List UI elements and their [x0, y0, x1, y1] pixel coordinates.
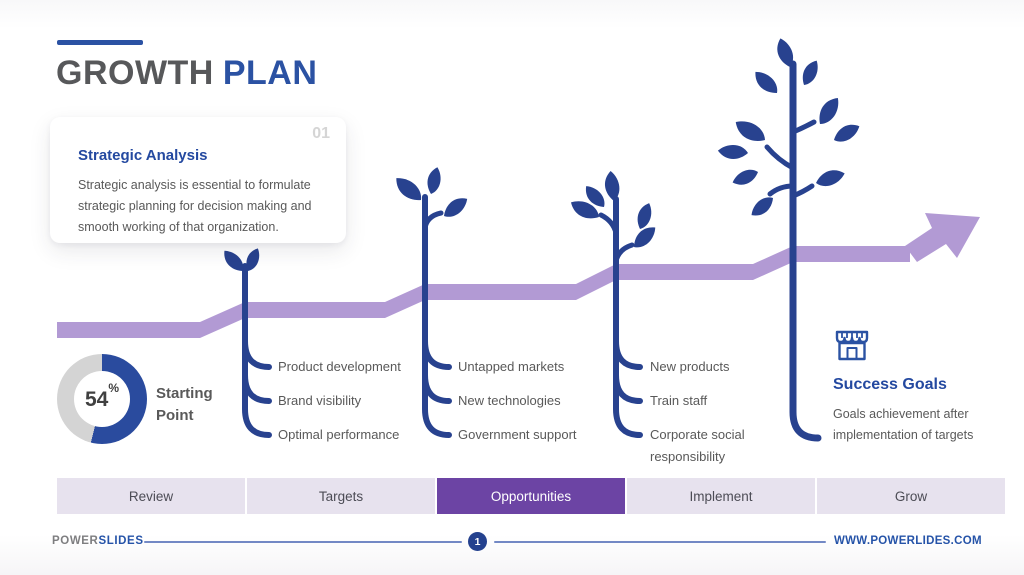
donut-percent: 54	[84, 387, 109, 411]
footer-divider-right	[494, 541, 826, 543]
tab-implement[interactable]: Implement	[627, 478, 815, 514]
card-title: Strategic Analysis	[78, 147, 208, 164]
title-primary: GROWTH	[56, 54, 214, 92]
storefront-icon	[835, 330, 869, 361]
list-item: New products	[650, 359, 730, 374]
starting-point-label: Starting Point	[156, 385, 213, 424]
donut-percent-sign: %	[108, 380, 120, 395]
stage-tabs: Review Targets Opportunities Implement G…	[57, 478, 1005, 514]
donut-hole: 54%	[74, 371, 130, 427]
list-item: Government support	[458, 427, 577, 442]
tab-review[interactable]: Review	[57, 478, 245, 514]
strategic-analysis-card: 01 Strategic Analysis Strategic analysis…	[50, 117, 346, 243]
success-goals-body: Goals achievement after implementation o…	[833, 407, 974, 442]
footer: POWERSLIDES 1 WWW.POWERLIDES.COM	[0, 528, 1024, 558]
brand-secondary: SLIDES	[98, 535, 144, 547]
card-body: Strategic analysis is essential to formu…	[78, 178, 312, 234]
donut-chart: 54%	[57, 354, 147, 444]
card-number: 01	[312, 125, 330, 142]
website-link[interactable]: WWW.POWERLIDES.COM	[834, 535, 982, 547]
tree-4-icon	[764, 60, 822, 442]
tree-1-icon	[242, 263, 272, 438]
list-item: Corporate social responsibility	[650, 427, 745, 464]
tab-targets[interactable]: Targets	[247, 478, 435, 514]
tab-opportunities[interactable]: Opportunities	[437, 478, 625, 514]
success-goals-section: Success Goals Goals achievement after im…	[833, 326, 993, 446]
title-secondary: PLAN	[222, 54, 318, 92]
list-item: Optimal performance	[278, 427, 400, 442]
tree-4-leaves-icon	[716, 36, 863, 219]
list-item: Untapped markets	[458, 359, 565, 374]
brand-logo: POWERSLIDES	[52, 535, 144, 547]
success-goals-title: Success Goals	[833, 376, 947, 393]
list-item: Brand visibility	[278, 393, 362, 408]
tree-2-icon	[422, 194, 452, 438]
tree-2-leaves-icon	[392, 165, 472, 220]
tree-3-icon	[598, 196, 643, 438]
title-accent-line	[57, 40, 143, 45]
tab-grow[interactable]: Grow	[817, 478, 1005, 514]
page-number-badge: 1	[468, 532, 487, 551]
list-item: Product development	[278, 359, 401, 374]
growth-arrow-icon	[57, 213, 980, 338]
brand-primary: POWER	[52, 535, 99, 547]
list-item: New technologies	[458, 393, 561, 408]
footer-divider-left	[144, 541, 462, 543]
list-item: Train staff	[650, 393, 708, 408]
